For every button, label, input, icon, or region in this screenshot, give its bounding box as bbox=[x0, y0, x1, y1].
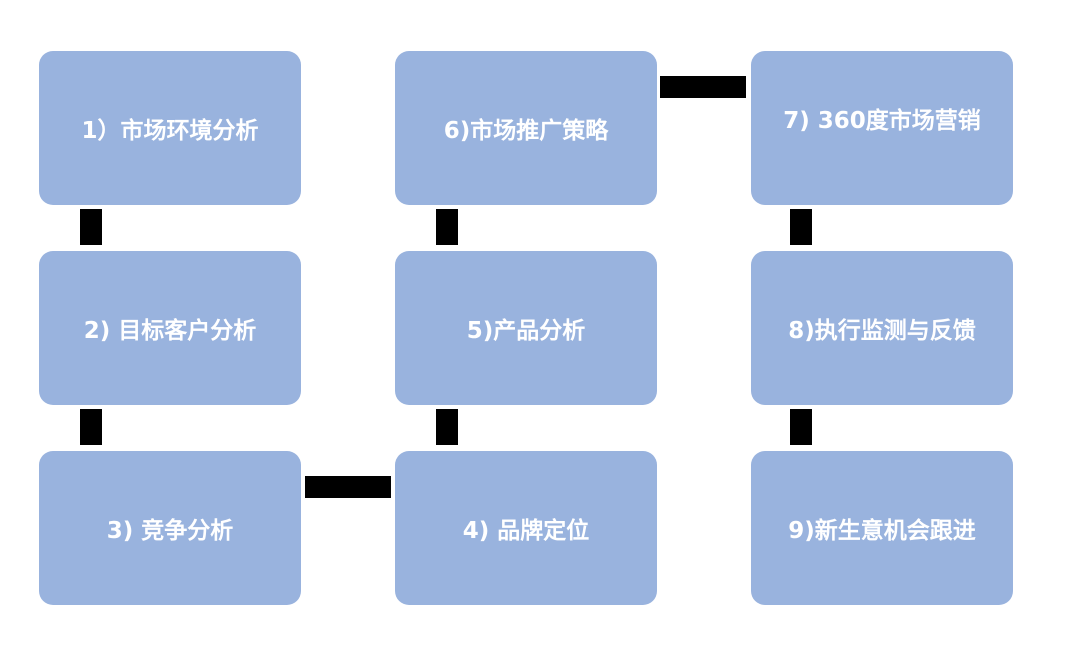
step-2-label: 2) 目标客户分析 bbox=[83, 318, 257, 344]
connector-3-4 bbox=[305, 476, 391, 498]
step-9-new-business-followup: 9)新生意机会跟进 bbox=[751, 451, 1013, 605]
step-6-label: 6)市场推广策略 bbox=[443, 118, 609, 144]
connector-2-3 bbox=[80, 409, 102, 445]
step-8-label: 8)执行监测与反馈 bbox=[788, 318, 976, 344]
step-6-marketing-promotion-strategy: 6)市场推广策略 bbox=[395, 51, 657, 205]
step-7-label: 7) 360度市场营销 bbox=[783, 108, 981, 134]
connector-8-9 bbox=[790, 409, 812, 445]
step-3-label: 3) 竞争分析 bbox=[106, 518, 234, 544]
step-3-competition-analysis: 3) 竞争分析 bbox=[39, 451, 301, 605]
step-2-target-customer-analysis: 2) 目标客户分析 bbox=[39, 251, 301, 405]
step-5-product-analysis: 5)产品分析 bbox=[395, 251, 657, 405]
step-4-brand-positioning: 4) 品牌定位 bbox=[395, 451, 657, 605]
step-5-label: 5)产品分析 bbox=[466, 318, 586, 344]
step-8-execution-monitoring-feedback: 8)执行监测与反馈 bbox=[751, 251, 1013, 405]
step-1-market-environment-analysis: 1）市场环境分析 bbox=[39, 51, 301, 205]
connector-1-2 bbox=[80, 209, 102, 245]
connector-4-5 bbox=[436, 409, 458, 445]
connector-6-7 bbox=[660, 76, 746, 98]
step-7-360-marketing: 7) 360度市场营销 bbox=[751, 51, 1013, 205]
step-9-label: 9)新生意机会跟进 bbox=[788, 518, 976, 544]
connector-5-6 bbox=[436, 209, 458, 245]
step-4-label: 4) 品牌定位 bbox=[462, 518, 590, 544]
step-1-label: 1）市场环境分析 bbox=[81, 118, 259, 144]
connector-7-8 bbox=[790, 209, 812, 245]
